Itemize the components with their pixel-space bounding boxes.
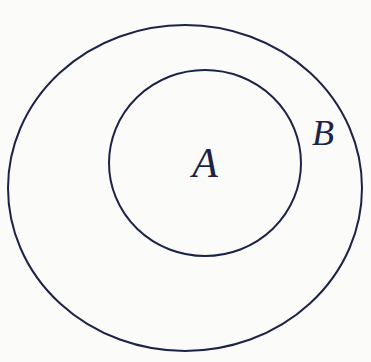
outer-set-ellipse: BA xyxy=(6,23,364,353)
inner-set-circle: A xyxy=(107,68,303,258)
set-label: A xyxy=(192,142,218,184)
set-boundary xyxy=(109,70,301,256)
set-label: B xyxy=(312,115,334,151)
set-boundary xyxy=(8,25,362,351)
